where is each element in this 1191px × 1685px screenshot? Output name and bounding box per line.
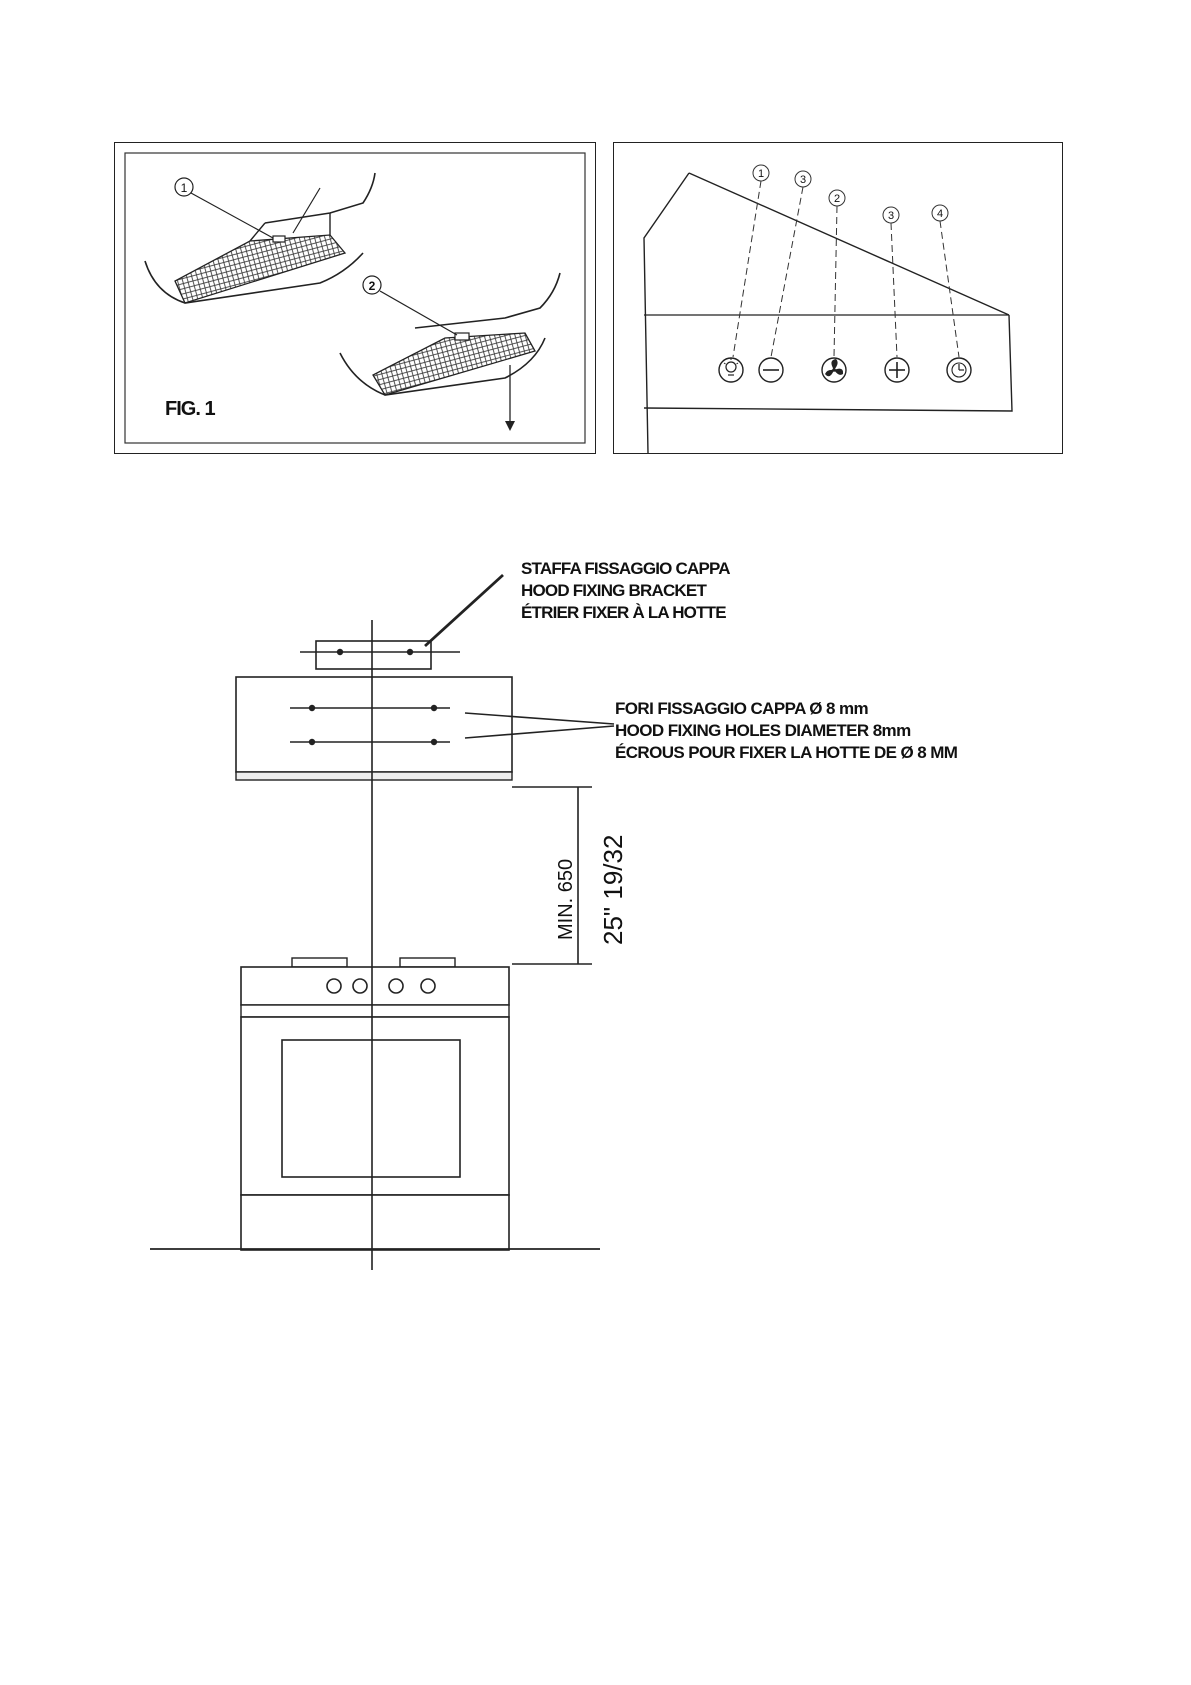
control-panel-figure: 1 3 2 3 4	[613, 142, 1063, 454]
bracket-label-en: HOOD FIXING BRACKET	[521, 581, 707, 600]
callout-1: 1	[181, 181, 188, 195]
light-button[interactable]	[719, 358, 743, 382]
callout-light: 1	[758, 168, 764, 180]
holes-label-it: FORI FISSAGGIO CAPPA Ø 8 mm	[615, 699, 868, 718]
hood-fixing-bracket	[300, 575, 503, 669]
installation-diagram: STAFFA FISSAGGIO CAPPA HOOD FIXING BRACK…	[0, 500, 1191, 1300]
callout-plus: 3	[888, 210, 894, 222]
knob	[327, 979, 341, 993]
holes-label-en: HOOD FIXING HOLES DIAMETER 8mm	[615, 721, 911, 740]
minus-button[interactable]	[759, 358, 783, 382]
cooker-drawer	[241, 1195, 509, 1250]
pan-support-right	[400, 958, 455, 967]
min-distance-inches: 25" 19/32	[598, 835, 628, 945]
bracket-label-fr: ÉTRIER FIXER À LA HOTTE	[521, 603, 726, 622]
oven-door-window	[282, 1040, 460, 1177]
timer-button[interactable]	[947, 358, 971, 382]
filter-removal-illustration: 1 2 FIG. 1	[115, 143, 595, 453]
filter-latch-2	[455, 333, 469, 340]
pan-support-left	[292, 958, 347, 967]
callout-fan: 2	[834, 193, 840, 205]
control-panel-illustration: 1 3 2 3 4	[614, 143, 1062, 453]
callout-clock: 4	[937, 208, 943, 220]
min-distance-mm: MIN. 650	[555, 859, 577, 940]
fan-button[interactable]	[822, 358, 846, 382]
knob	[421, 979, 435, 993]
fig1-label: FIG. 1	[165, 398, 215, 420]
fig1-panel: 1 2 FIG. 1	[114, 142, 596, 454]
min-distance-dimension	[512, 787, 592, 964]
cooker-hood	[236, 677, 614, 780]
arrow-down-icon	[505, 421, 515, 431]
hood-2-drawing	[340, 273, 560, 431]
knob	[353, 979, 367, 993]
plus-button[interactable]	[885, 358, 909, 382]
callout-2: 2	[369, 279, 376, 293]
filter-latch-1	[273, 236, 285, 242]
holes-label-fr: ÉCROUS POUR FIXER LA HOTTE DE Ø 8 MM	[615, 743, 958, 762]
callout-minus: 3	[800, 174, 806, 186]
knob	[389, 979, 403, 993]
bracket-leader-line	[425, 575, 503, 646]
bracket-label-it: STAFFA FISSAGGIO CAPPA	[521, 559, 730, 578]
cooker	[241, 958, 509, 1250]
